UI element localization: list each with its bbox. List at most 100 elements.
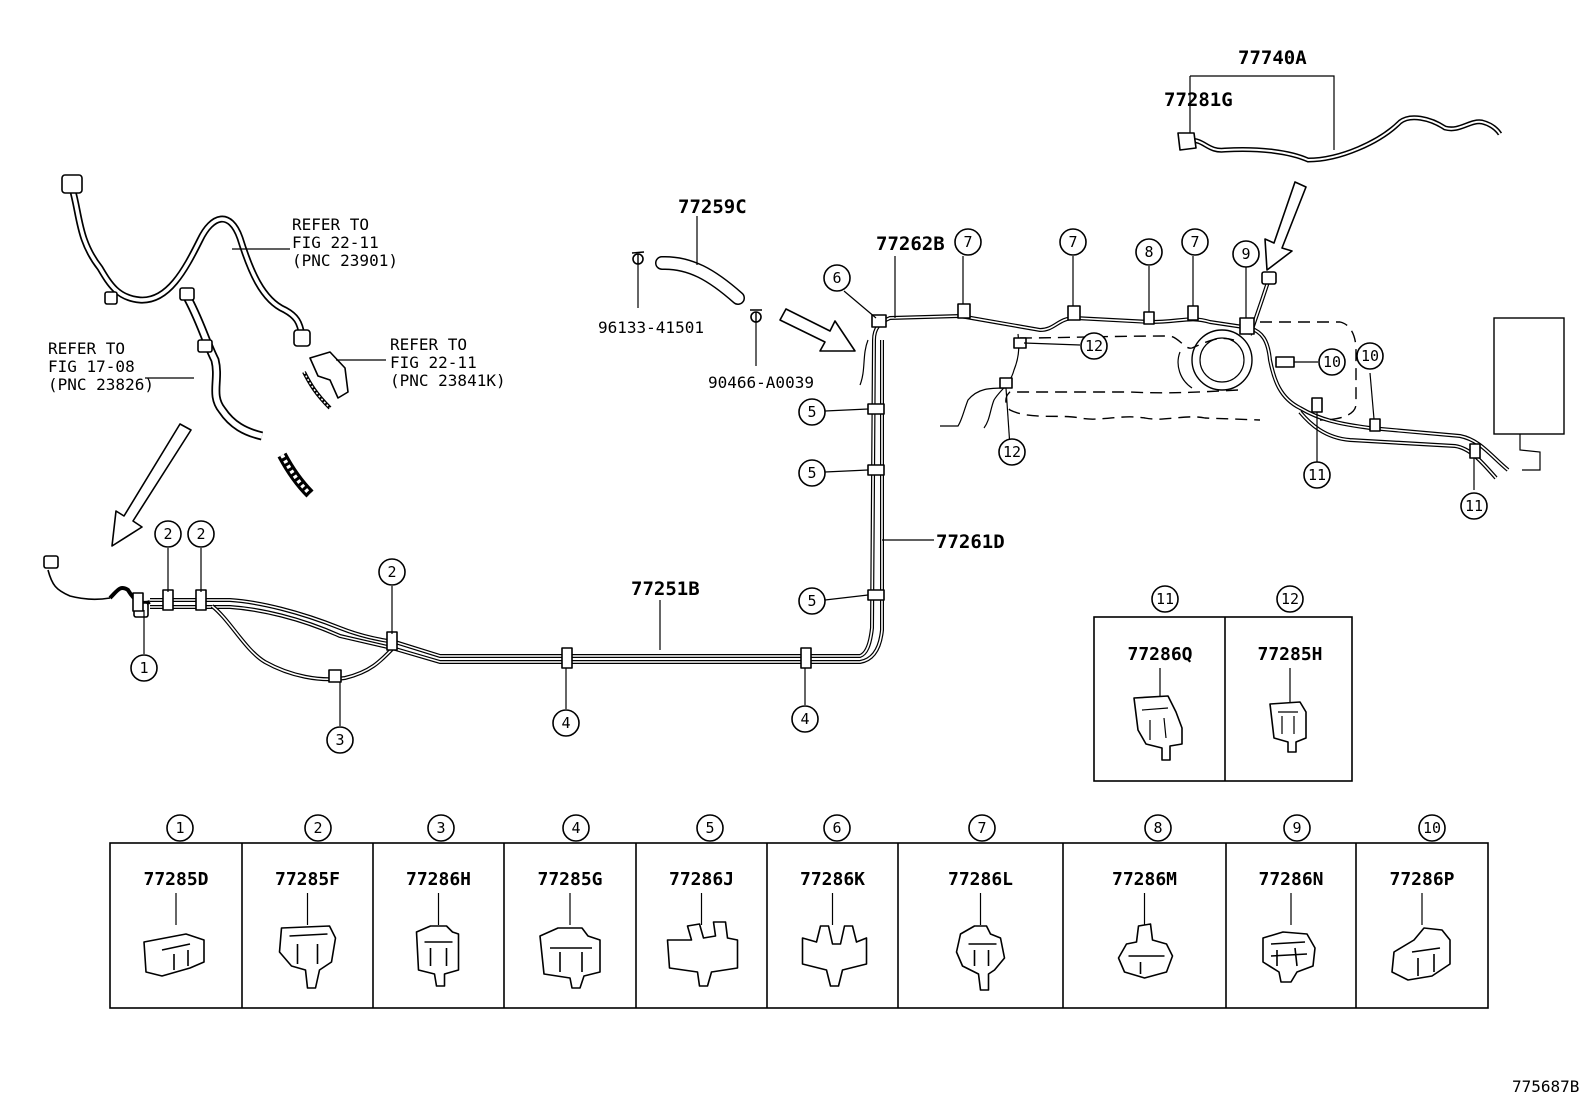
- clip-number-text: 3: [436, 819, 445, 837]
- clip-number-text: 6: [832, 819, 841, 837]
- ref3-line1: REFER TO: [390, 335, 467, 354]
- clip-number-circle: [1283, 814, 1311, 842]
- callout-11b: 11: [1460, 492, 1488, 520]
- hose-77259c: [631, 251, 762, 323]
- clip-illustration: [1117, 923, 1174, 979]
- callout-6-text: 6: [832, 269, 841, 287]
- callout-11a: 11: [1303, 461, 1331, 489]
- clip-part-number: 77286J: [669, 869, 734, 890]
- callout-10b: 10: [1356, 342, 1384, 370]
- callout-4b-text: 4: [800, 710, 809, 728]
- clip-table-cell-1: 1 77285D: [143, 814, 209, 977]
- direction-arrow-right: [1264, 181, 1307, 271]
- clip-part-number: 77285D: [143, 869, 208, 890]
- callout-5c-text: 5: [807, 592, 816, 610]
- clip-table-cell-3: 3 77286H: [406, 814, 471, 987]
- callout-6: 6: [823, 264, 851, 292]
- ref1-line3: (PNC 23901): [292, 251, 398, 270]
- clip-table-extra-11-num: 11: [1156, 590, 1174, 608]
- clip-table-cell-9: 9 77286N: [1258, 814, 1324, 983]
- clip-illustration: [415, 925, 460, 987]
- ref1-line1: REFER TO: [292, 215, 369, 234]
- fuel-tank-outline: [1005, 321, 1357, 421]
- callout-2a-text: 2: [163, 525, 172, 543]
- callout-8-text: 8: [1144, 243, 1153, 261]
- vent-bracket-assembly: [302, 351, 349, 410]
- callout-2b: 2: [187, 520, 215, 548]
- callout-9: 9: [1232, 240, 1260, 268]
- callout-11a-text: 11: [1308, 466, 1326, 484]
- component-connector: [1519, 434, 1541, 471]
- clip-number-circle: [304, 814, 332, 842]
- callout-5b: 5: [798, 459, 826, 487]
- clip-part-number: 77286P: [1389, 869, 1454, 890]
- callout-7b: 7: [1059, 228, 1087, 256]
- callout-2c: 2: [378, 558, 406, 586]
- callout-2c-text: 2: [387, 563, 396, 581]
- breather-hose-assembly: [179, 287, 314, 498]
- fuel-line-main: [43, 271, 1510, 682]
- part-label-96133-41501: 96133-41501: [598, 318, 704, 337]
- clip-number-text: 7: [977, 819, 986, 837]
- callout-10a-text: 10: [1323, 353, 1341, 371]
- clip-number-circle: [968, 814, 996, 842]
- part-label-77281g: 77281G: [1164, 89, 1233, 111]
- clip-part-number: 77285F: [275, 869, 340, 890]
- callout-1-text: 1: [139, 659, 148, 677]
- reference-text-pnc-23901: REFER TO FIG 22-11 (PNC 23901): [292, 215, 398, 270]
- ref2-line2: FIG 17-08: [48, 357, 135, 376]
- clip-number-circle: [1418, 814, 1446, 842]
- callout-7b-text: 7: [1068, 233, 1077, 251]
- clip-part-number: 77285G: [537, 869, 602, 890]
- callout-7c: 7: [1181, 228, 1209, 256]
- clip-table-extra-12-num: 12: [1281, 590, 1299, 608]
- callout-2a: 2: [154, 520, 182, 548]
- clip-table-extra-12: 12 77285H: [1257, 585, 1323, 753]
- reference-text-pnc-23826: REFER TO FIG 17-08 (PNC 23826): [48, 339, 154, 394]
- clip-table-cell-5: 5 77286J: [666, 814, 739, 987]
- callout-10b-text: 10: [1361, 347, 1379, 365]
- clip-number-circle: [696, 814, 724, 842]
- callout-12a-text: 12: [1085, 337, 1103, 355]
- part-label-77251b: 77251B: [631, 578, 700, 600]
- callout-3: 3: [326, 726, 354, 754]
- ref3-line3: (PNC 23841K): [390, 371, 506, 390]
- clip-illustration: [539, 927, 601, 989]
- line-clips: [132, 303, 1481, 683]
- clip-number-text: 1: [175, 819, 184, 837]
- clip-number-text: 10: [1423, 819, 1441, 837]
- callout-5a: 5: [798, 398, 826, 426]
- clip-illustration: [955, 925, 1006, 991]
- callout-2b-text: 2: [196, 525, 205, 543]
- callout-7c-text: 7: [1190, 233, 1199, 251]
- clip-number-text: 4: [571, 819, 580, 837]
- clip-part-number: 77286L: [948, 869, 1013, 890]
- callout-7a-text: 7: [963, 233, 972, 251]
- callout-4b: 4: [791, 705, 819, 733]
- clip-number-circle: [427, 814, 455, 842]
- part-label-77259c: 77259C: [678, 196, 747, 218]
- part-label-77740a: 77740A: [1238, 47, 1307, 69]
- clip-number-text: 5: [705, 819, 714, 837]
- clip-number-circle: [823, 814, 851, 842]
- callout-11b-text: 11: [1465, 497, 1483, 515]
- clip-part-number: 77286H: [406, 869, 471, 890]
- clip-illustration: [666, 921, 739, 987]
- ref2-line1: REFER TO: [48, 339, 125, 358]
- clip-number-circle: [1144, 814, 1172, 842]
- part-label-77261d: 77261D: [936, 531, 1005, 553]
- clip-table-extra: 11 77286Q 12 77285H: [1093, 585, 1353, 782]
- clip-part-number: 77286N: [1258, 869, 1323, 890]
- callout-12b-text: 12: [1003, 443, 1021, 461]
- ref1-line2: FIG 22-11: [292, 233, 379, 252]
- ref3-line2: FIG 22-11: [390, 353, 477, 372]
- clip-number-text: 9: [1292, 819, 1301, 837]
- clip-table-cell-10: 10 77286P: [1389, 814, 1455, 981]
- component-box-outline: [1493, 317, 1565, 435]
- callout-12b: 12: [998, 438, 1026, 466]
- ref2-line3: (PNC 23826): [48, 375, 154, 394]
